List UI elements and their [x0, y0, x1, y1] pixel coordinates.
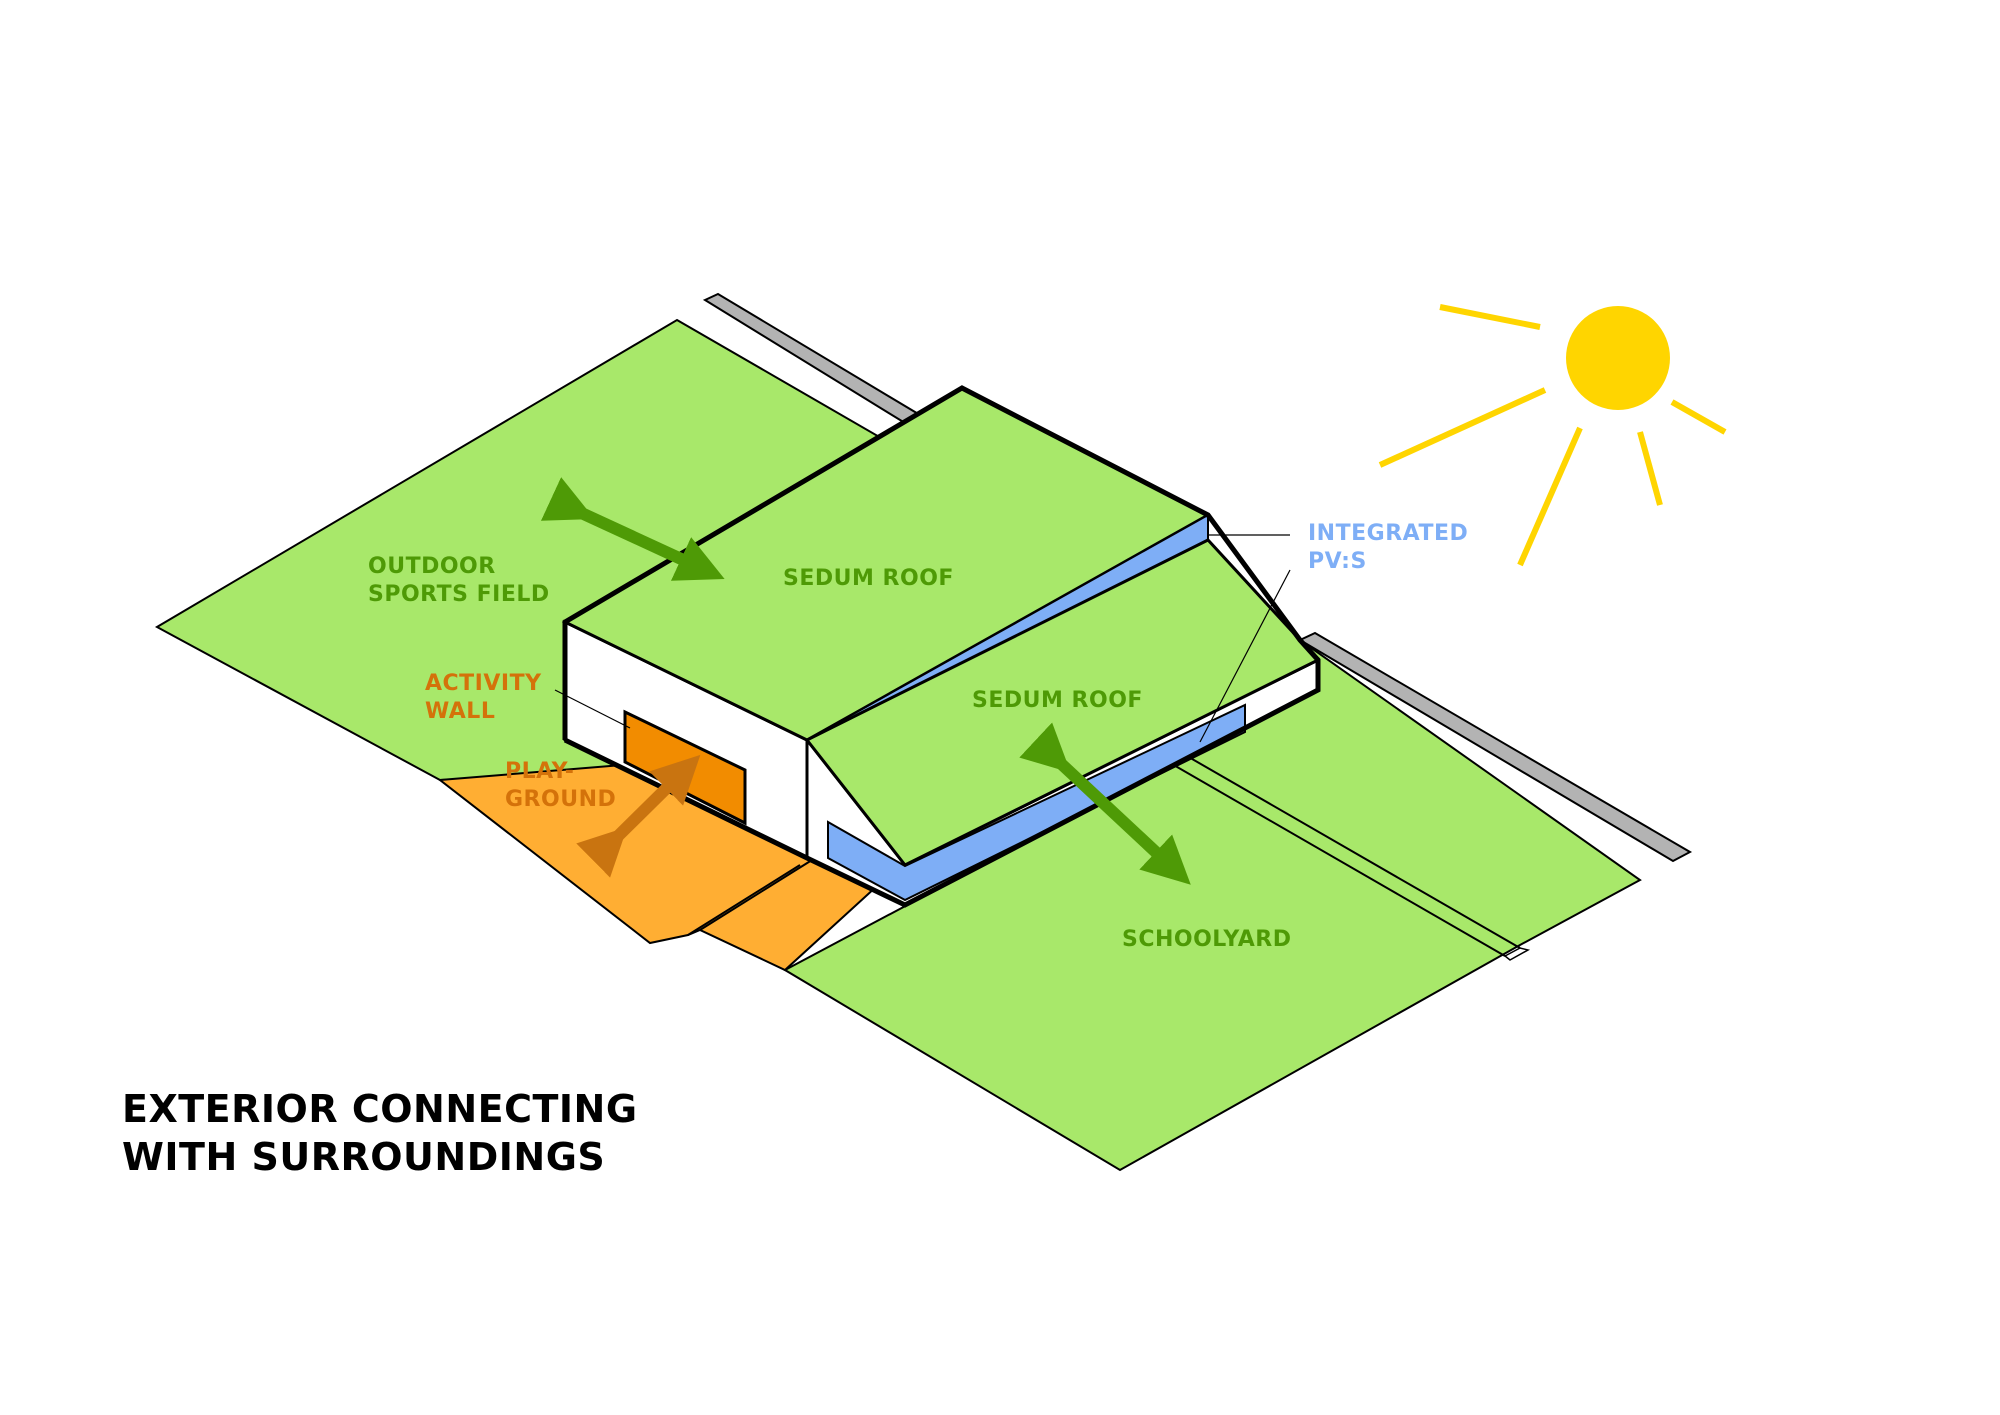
schoolyard-path	[1164, 759, 1506, 957]
sun-ray	[1517, 426, 1583, 567]
road	[702, 292, 1693, 863]
label-integrated-pv-line1: INTEGRATED	[1308, 521, 1468, 546]
leader-line-activity	[554, 689, 631, 729]
sun-ray	[1670, 399, 1727, 435]
schoolyard-edge	[1503, 947, 1531, 961]
label-outdoor-sports-field-line2: SPORTS FIELD	[368, 582, 550, 607]
double-arrow-icon	[1019, 722, 1191, 885]
label-schoolyard: SCHOOLYARD	[1122, 927, 1291, 952]
playground-divider	[699, 859, 813, 931]
building	[561, 385, 1321, 908]
sun-ray	[1439, 304, 1541, 330]
label-playground-line2: GROUND	[505, 787, 616, 812]
double-arrow-icon	[576, 754, 701, 878]
label-sedum-roof-lower: SEDUM ROOF	[972, 688, 1143, 713]
leader-line-pv	[1199, 569, 1291, 743]
building-outline	[562, 385, 1321, 908]
label-outdoor-sports-field-line1: OUTDOOR	[368, 554, 496, 579]
double-arrow-icon	[540, 477, 725, 581]
sun-ray	[1637, 431, 1663, 506]
sun-ray	[1378, 387, 1547, 468]
label-sedum-roof-upper: SEDUM ROOF	[783, 566, 954, 591]
schoolyard-path	[1179, 751, 1521, 949]
label-activity-wall-line1: ACTIVITY	[425, 671, 542, 696]
road-lower	[1297, 631, 1693, 863]
label-integrated-pv-line2: PV:S	[1308, 549, 1367, 574]
playground-divider	[687, 864, 801, 936]
label-activity-wall-line2: WALL	[425, 699, 495, 724]
sun-icon	[1378, 304, 1727, 567]
sun-disc	[1566, 306, 1670, 410]
diagram-title-line1: EXTERIOR CONNECTING	[122, 1087, 638, 1131]
diagram-title-line2: WITH SURROUNDINGS	[122, 1135, 605, 1179]
label-playground-line1: PLAY-	[505, 759, 574, 784]
